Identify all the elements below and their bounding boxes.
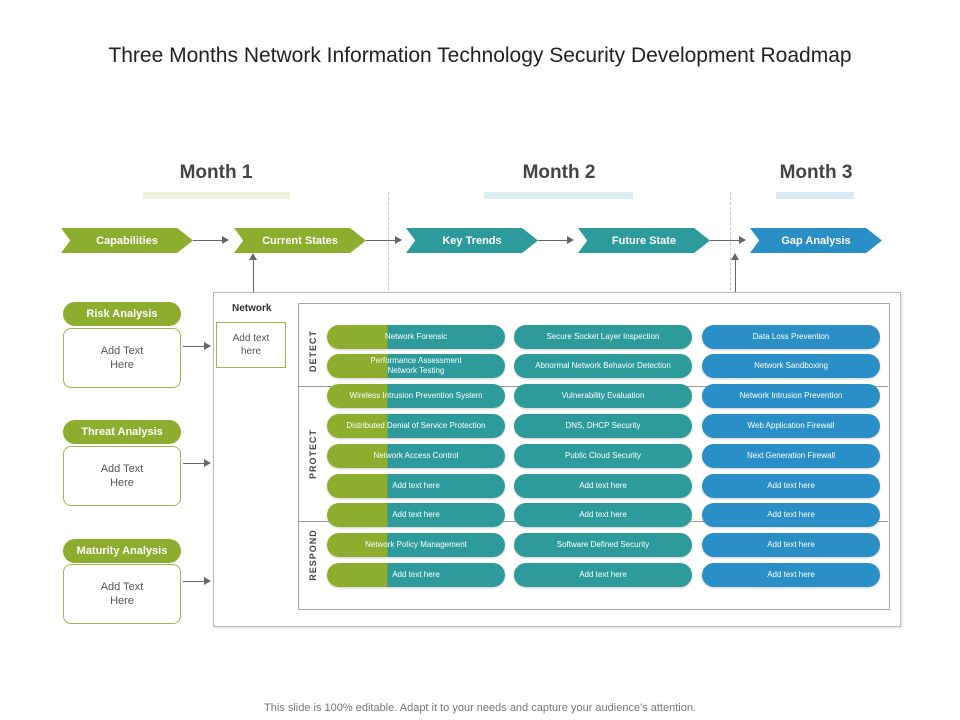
stage-current-states: Current States	[234, 228, 366, 253]
grid-cell-month-1-row-3: Wireless Intrusion Prevention System	[327, 384, 505, 408]
month-3-bar	[776, 192, 854, 199]
network-text-box: Add text here	[216, 322, 286, 368]
maturity-analysis-arrow	[183, 577, 211, 585]
stage-key-trends: Key Trends	[406, 228, 538, 253]
footer-note: This slide is 100% editable. Adapt it to…	[264, 702, 696, 714]
maturity-analysis-label: Maturity Analysis	[63, 539, 181, 563]
month-3-heading: Month 3	[779, 162, 853, 183]
grid-cell-month-2-row-6: Add text here	[514, 474, 692, 498]
grid-cell-month-2-row-7: Add text here	[514, 503, 692, 527]
month-2-bar	[484, 192, 633, 199]
grid-cell-month-3-row-3: Network Intrusion Prevention	[702, 384, 880, 408]
grid-cell-month-3-row-7: Add text here	[702, 503, 880, 527]
grid-cell-month-3-row-6: Add text here	[702, 474, 880, 498]
grid-cell-month-1-row-8: Network Policy Management	[327, 533, 505, 557]
grid-cell-month-3-row-4: Web Application Firewall	[702, 414, 880, 438]
grid-cell-month-1-row-7: Add text here	[327, 503, 505, 527]
section-label-detect: DETECT	[308, 330, 318, 372]
grid-cell-month-1-row-6: Add text here	[327, 474, 505, 498]
threat-analysis-text: Add Text Here	[63, 446, 181, 506]
grid-cell-month-2-row-5: Public Cloud Security	[514, 444, 692, 468]
stage-capabilities: Capabilities	[61, 228, 193, 253]
grid-cell-month-3-row-2: Network Sandboxing	[702, 354, 880, 378]
risk-analysis-label: Risk Analysis	[63, 302, 181, 326]
grid-cell-month-2-row-8: Software Defined Security	[514, 533, 692, 557]
threat-analysis-label: Threat Analysis	[63, 420, 181, 444]
stage-arrow-1	[193, 236, 229, 244]
grid-cell-month-2-row-9: Add text here	[514, 563, 692, 587]
up-arrow-gap-analysis	[731, 253, 739, 292]
maturity-analysis-text: Add Text Here	[63, 564, 181, 624]
grid-cell-month-1-row-1: Network Forensic	[327, 325, 505, 349]
stage-arrow-4	[710, 236, 746, 244]
stage-future-state: Future State	[578, 228, 710, 253]
grid-cell-month-2-row-2: Abnormal Network Behavior Detection	[514, 354, 692, 378]
stage-arrow-3	[538, 236, 574, 244]
up-arrow-current-states	[249, 253, 257, 292]
grid-cell-month-2-row-4: DNS, DHCP Security	[514, 414, 692, 438]
stage-arrow-2	[366, 236, 402, 244]
month-2-heading: Month 2	[522, 162, 596, 183]
stage-gap-analysis: Gap Analysis	[750, 228, 882, 253]
month-1-heading: Month 1	[179, 162, 253, 183]
risk-analysis-text: Add Text Here	[63, 328, 181, 388]
grid-cell-month-2-row-3: Vulnerability Evaluation	[514, 384, 692, 408]
threat-analysis-arrow	[183, 459, 211, 467]
grid-cell-month-2-row-1: Secure Socket Layer Inspection	[514, 325, 692, 349]
section-label-protect: PROTECT	[308, 429, 318, 480]
grid-cell-month-3-row-1: Data Loss Prevention	[702, 325, 880, 349]
grid-cell-month-3-row-9: Add text here	[702, 563, 880, 587]
grid-cell-month-3-row-8: Add text here	[702, 533, 880, 557]
grid-cell-month-1-row-5: Network Access Control	[327, 444, 505, 468]
grid-cell-month-1-row-4: Distributed Denial of Service Protection	[327, 414, 505, 438]
page-title: Three Months Network Information Technol…	[108, 44, 852, 67]
section-label-respond: RESPOND	[308, 529, 318, 581]
risk-analysis-arrow	[183, 342, 211, 350]
network-label: Network	[232, 303, 272, 314]
month-1-bar	[143, 192, 290, 199]
grid-cell-month-1-row-2: Performance Assessment Network Testing	[327, 354, 505, 378]
grid-cell-month-1-row-9: Add text here	[327, 563, 505, 587]
grid-cell-month-3-row-5: Next Generation Firewall	[702, 444, 880, 468]
